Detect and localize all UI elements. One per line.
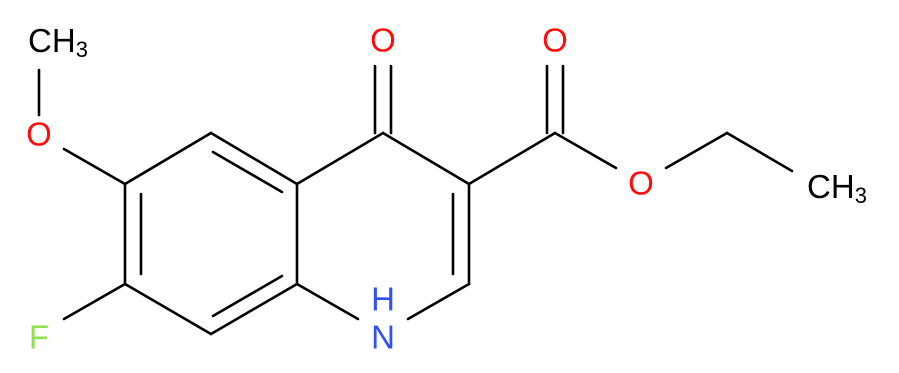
methoxy-ch3-label: CH3 (28, 22, 88, 62)
bond-c5-c4a-inner (211, 150, 284, 194)
methoxy-ch3-subscript: 3 (76, 37, 88, 62)
ethyl-ch3-subscript: 3 (855, 183, 867, 208)
bond-c7-f (62, 282, 127, 321)
ketone-oxygen-label: O (370, 22, 396, 59)
bond-c8-c8a-inner (211, 274, 284, 318)
methoxy-ch3-main: CH (28, 22, 76, 59)
bond-ccarbonyl-o-ester (553, 131, 618, 170)
bond-c7-c8 (123, 282, 213, 336)
carbonyl-oxygen-label: O (542, 22, 568, 59)
ethyl-ch3-main: CH (807, 168, 855, 205)
amine-nitrogen-label: N (371, 319, 395, 356)
bond-c4-c3 (381, 131, 471, 186)
bond-c8-c8a (209, 282, 299, 336)
methoxy-oxygen-label: O (26, 116, 52, 153)
bond-ch2-ch3 (725, 131, 794, 173)
ester-oxygen-label: O (628, 165, 654, 202)
fluorine-label: F (29, 319, 49, 356)
bond-c5-c6 (123, 131, 213, 186)
bonds (37, 64, 794, 336)
bond-c4a-c4 (295, 131, 385, 186)
bond-n1-c8a (295, 282, 360, 321)
atom-labels: CH3 O O O O CH3 F H N (26, 22, 867, 356)
bond-c2-n1 (406, 282, 471, 321)
amine-hydrogen-label: H (371, 281, 395, 318)
bond-o-ester-ch2 (664, 131, 729, 170)
bond-c5-c4a (209, 131, 299, 186)
bond-c3-ccarbonyl (467, 131, 557, 186)
bond-c6-o-methoxy (62, 147, 127, 186)
ethyl-ch3-label: CH3 (807, 168, 867, 208)
